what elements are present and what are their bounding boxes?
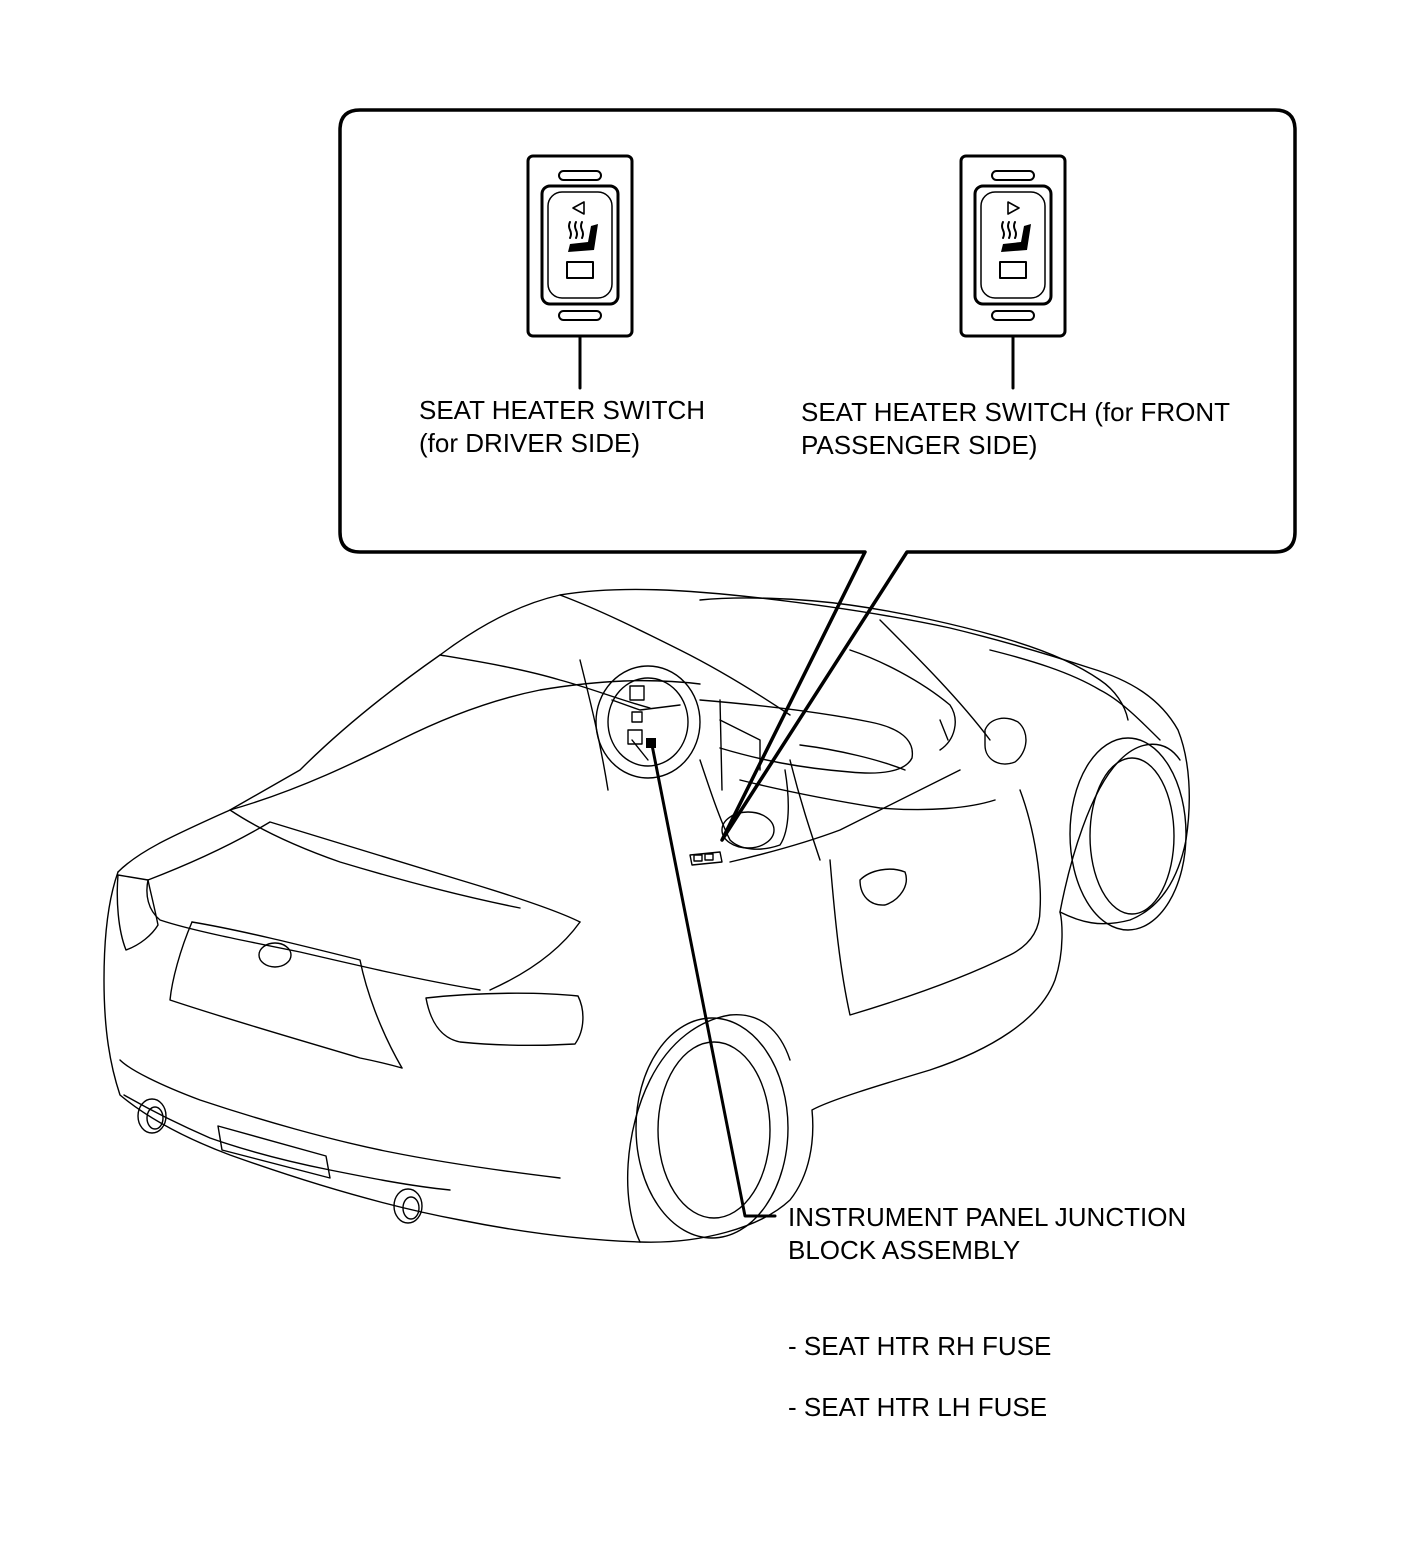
passenger-switch-label-line1: SEAT HEATER SWITCH (for FRONT	[801, 397, 1231, 427]
passenger-seat-heater-switch	[959, 154, 1067, 338]
fuse-item-lh: - SEAT HTR LH FUSE	[788, 1392, 1048, 1422]
seat-heater-icon	[568, 221, 598, 252]
triangle-right-icon	[1007, 201, 1020, 215]
car-illustration	[103, 588, 1190, 1243]
fuse-item-rh: - SEAT HTR RH FUSE	[788, 1331, 1052, 1361]
junction-block-leader	[646, 738, 777, 1218]
driver-switch-label-line2: (for DRIVER SIDE)	[419, 428, 641, 458]
junction-block-label-line2: BLOCK ASSEMBLY	[788, 1235, 1021, 1265]
junction-block-label: INSTRUMENT PANEL JUNCTION BLOCK ASSEMBLY	[788, 1201, 1186, 1267]
driver-switch-label: SEAT HEATER SWITCH (for DRIVER SIDE)	[419, 394, 705, 460]
junction-block-label-line1: INSTRUMENT PANEL JUNCTION	[788, 1202, 1187, 1232]
driver-seat-heater-switch	[526, 154, 634, 338]
triangle-left-icon	[572, 201, 585, 215]
seat-heater-icon	[1001, 221, 1031, 252]
driver-switch-label-line1: SEAT HEATER SWITCH	[419, 395, 706, 425]
callout-box	[338, 108, 1297, 842]
passenger-switch-label-line2: PASSENGER SIDE)	[801, 430, 1038, 460]
passenger-switch-label: SEAT HEATER SWITCH (for FRONT PASSENGER …	[801, 396, 1230, 462]
